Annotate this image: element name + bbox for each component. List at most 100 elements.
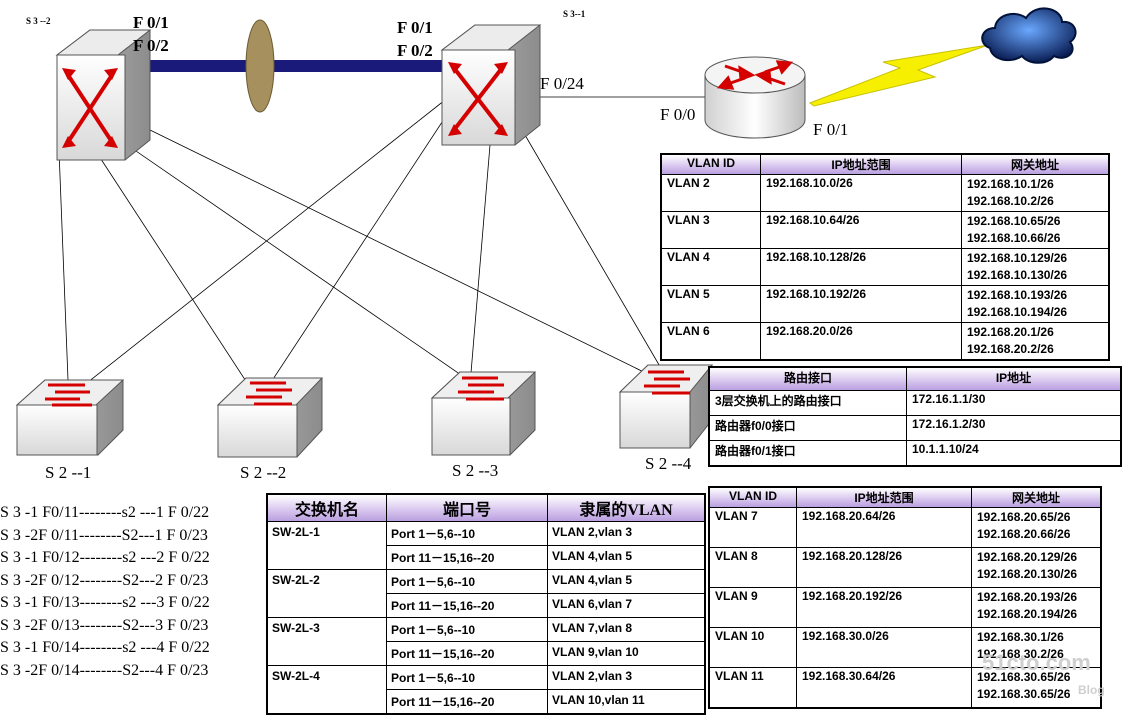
ip-range-cell: 192.168.10.0/26	[760, 174, 962, 212]
interface-cell: 路由器f0/0接口	[708, 415, 907, 441]
vlan-id-cell: VLAN 11	[708, 667, 797, 708]
port-connection-line: S 3 -1 F0/13--------s2 ---3 F 0/22	[0, 594, 210, 611]
table-header: IP地址	[906, 366, 1122, 391]
table-header-row: VLAN ID IP地址范围 网关地址	[660, 153, 1110, 175]
table-header: 端口号	[386, 493, 548, 522]
ip-address-cell: 172.16.1.2/30	[906, 415, 1122, 441]
vlan-membership-cell: VLAN 4,vlan 5	[547, 545, 706, 570]
switch-l3-icon	[440, 24, 542, 146]
port-range-cell: Port 1－5,6--10	[386, 617, 548, 642]
gateway-cell: 192.168.20.65/26 192.168.20.66/26	[971, 507, 1102, 548]
port-range-cell: Port 1－5,6--10	[386, 569, 548, 594]
table-header: 网关地址	[961, 153, 1110, 175]
vlan-id-cell: VLAN 7	[708, 507, 797, 548]
port-label: F 0/1	[397, 18, 433, 37]
vlan-id-cell: VLAN 4	[660, 248, 761, 286]
vlan-membership-cell: VLAN 9,vlan 10	[547, 641, 706, 666]
table-header-row: 交换机名 端口号 隶属的VLAN	[266, 493, 706, 522]
gateway-address: 192.168.20.194/26	[977, 607, 1078, 621]
gateway-address: 192.168.10.66/26	[967, 231, 1061, 245]
ip-range-cell: 192.168.20.0/26	[760, 322, 962, 361]
gateway-address: 192.168.20.66/26	[977, 527, 1071, 541]
gateway-address: 192.168.30.1/26	[977, 630, 1064, 644]
router-icon	[704, 56, 806, 139]
vlan-membership-cell: VLAN 7,vlan 8	[547, 617, 706, 642]
vlan-id-cell: VLAN 3	[660, 211, 761, 249]
node-label-s2-2: S 2 --2	[240, 463, 287, 482]
port-range-cell: Port 11－15,16--20	[386, 593, 548, 618]
interface-cell: 路由器f0/1接口	[708, 440, 907, 466]
gateway-address: 192.168.10.1/26	[967, 177, 1054, 191]
port-label: F 0/24	[540, 74, 584, 93]
cloud-icon	[981, 7, 1077, 64]
gateway-address: 192.168.20.129/26	[977, 550, 1078, 564]
port-range-cell: Port 11－15,16--20	[386, 641, 548, 666]
gateway-address: 192.168.10.130/26	[967, 268, 1068, 282]
node-label-s2-4: S 2 --4	[645, 454, 692, 473]
watermark: Blog	[1078, 683, 1105, 697]
ip-range-cell: 192.168.20.192/26	[796, 587, 972, 628]
gateway-address: 192.168.10.193/26	[967, 288, 1068, 302]
table-header: VLAN ID	[708, 486, 797, 508]
port-label: F 0/0	[660, 105, 696, 124]
etherchannel-ellipse	[245, 19, 275, 113]
ip-address-cell: 172.16.1.1/30	[906, 390, 1122, 416]
port-connection-line: S 3 -2F 0/13--------S2---3 F 0/23	[0, 616, 209, 634]
vlan-membership-cell: VLAN 2,vlan 3	[547, 521, 706, 546]
table-header: VLAN ID	[660, 153, 761, 175]
table-header: 网关地址	[971, 486, 1102, 508]
gateway-address: 192.168.20.65/26	[977, 510, 1071, 524]
vlan-membership-cell: VLAN 6,vlan 7	[547, 593, 706, 618]
vlan-id-cell: VLAN 6	[660, 322, 761, 361]
gateway-address: 192.168.20.1/26	[967, 325, 1054, 339]
table-header: IP地址范围	[760, 153, 962, 175]
uplink-lines	[57, 96, 705, 403]
ip-range-cell: 192.168.30.64/26	[796, 667, 972, 708]
port-label: F 0/2	[133, 36, 169, 55]
table-header: IP地址范围	[796, 486, 972, 508]
interface-cell: 3层交换机上的路由接口	[708, 390, 907, 416]
vlan-membership-cell: VLAN 4,vlan 5	[547, 569, 706, 594]
switch-l2-icon	[430, 371, 537, 456]
gateway-address: 192.168.30.65/26	[977, 670, 1071, 684]
table-header: 隶属的VLAN	[547, 493, 706, 522]
port-connection-list: S 3 -1 F0/11--------s2 ---1 F 0/22 S 3 -2…	[0, 502, 210, 682]
trunk-link	[137, 60, 459, 72]
ip-range-cell: 192.168.10.128/26	[760, 248, 962, 286]
port-connection-line: S 3 -1 F0/11--------s2 ---1 F 0/22	[0, 504, 210, 521]
lightning-icon	[808, 44, 989, 107]
switch-l2-icon	[15, 379, 125, 456]
table-header-row: VLAN ID IP地址范围 网关地址	[708, 486, 1102, 508]
node-label-s2-3: S 2 --3	[452, 461, 499, 480]
vlan-id-cell: VLAN 5	[660, 285, 761, 323]
port-connection-line: S 3 -1 F0/12--------s2 ---2 F 0/22	[0, 549, 210, 566]
vlan-id-cell: VLAN 10	[708, 627, 797, 668]
table-header: 交换机名	[266, 493, 387, 522]
table-header: 路由接口	[708, 366, 907, 391]
port-label: F 0/1	[133, 13, 169, 32]
port-connection-line: S 3 -1 F0/14--------s2 ---4 F 0/22	[0, 639, 210, 656]
